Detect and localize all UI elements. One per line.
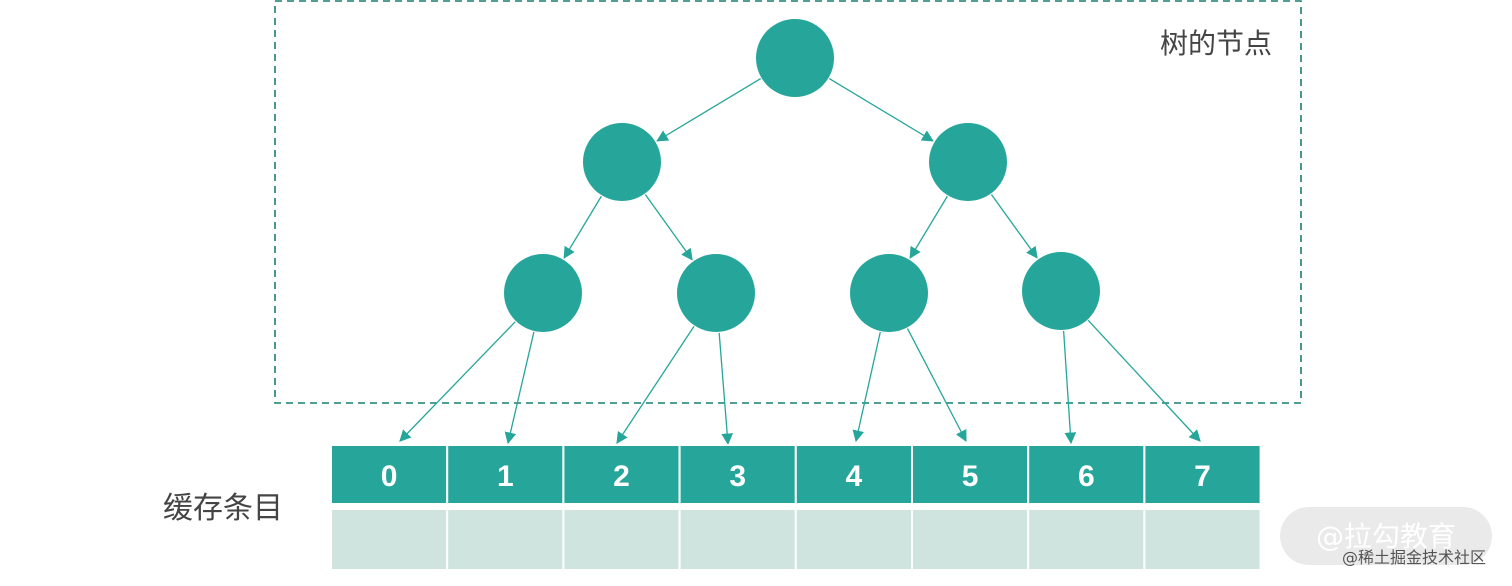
edge-to-cell-6 — [1062, 330, 1077, 445]
tree-edges — [399, 78, 1201, 446]
edge-to-cell-4 — [852, 331, 881, 443]
cache-cell-body-4 — [794, 508, 913, 571]
watermark-line2: @稀土掘金技术社区 — [1342, 548, 1486, 567]
cache-cell-6 — [1027, 444, 1146, 505]
cache-cell-index-3: 3 — [729, 460, 746, 493]
cache-cell-index-6: 6 — [1078, 460, 1095, 493]
edge-to-cell-7 — [1087, 319, 1201, 442]
cache-cell-index-5: 5 — [962, 460, 979, 493]
tree-nodes-label: 树的节点 — [1160, 27, 1272, 60]
tree-node-root — [756, 19, 834, 97]
cache-entries-label: 缓存条目 — [163, 491, 283, 526]
cache-cell-body-5 — [911, 508, 1030, 571]
cache-cell-body-6 — [1027, 508, 1146, 571]
edge-to-cell-2 — [616, 326, 695, 444]
cache-cell-index-7: 7 — [1194, 460, 1211, 493]
cache-cell-5 — [911, 444, 1030, 505]
cache-cell-body-0 — [330, 508, 449, 571]
edge-to-cell-5 — [906, 328, 967, 443]
edge-right-leftleaf — [909, 195, 948, 259]
cache-cell-index-4: 4 — [846, 460, 863, 493]
edge-to-cell-1 — [504, 331, 535, 445]
cache-cell-index-1: 1 — [497, 460, 514, 493]
edge-to-cell-0 — [399, 321, 516, 442]
tree-node-lr — [677, 254, 755, 332]
edge-left-rightleaf — [644, 194, 693, 261]
tree-frame — [274, 0, 1302, 404]
tree-nodes — [504, 19, 1100, 332]
tree-node-l — [583, 123, 661, 201]
tree-node-rl — [850, 254, 928, 332]
watermark-badge — [1280, 507, 1492, 565]
cache-cell-4 — [794, 444, 913, 505]
edge-root-left — [656, 78, 762, 142]
cache-cell-body-1 — [446, 508, 565, 571]
edge-right-rightleaf — [990, 194, 1038, 259]
cache-cell-body-7 — [1143, 508, 1262, 571]
cache-cell-3 — [678, 444, 797, 505]
cache-cell-2 — [562, 444, 681, 505]
cache-entries: 0 1 2 3 4 5 6 7 — [330, 444, 1262, 571]
cache-cell-1 — [446, 444, 565, 505]
tree-node-ll — [504, 254, 582, 332]
edge-to-cell-3 — [718, 332, 733, 446]
watermark: @拉勾教育 @稀土掘金技术社区 — [1280, 507, 1492, 567]
edge-root-right — [828, 78, 934, 142]
watermark-line1: @拉勾教育 — [1316, 520, 1456, 553]
cache-cell-index-2: 2 — [613, 460, 630, 493]
edge-left-leftleaf — [563, 195, 602, 259]
cache-cell-index-0: 0 — [381, 460, 398, 493]
tree-node-r — [929, 123, 1007, 201]
cache-cell-body-3 — [678, 508, 797, 571]
cache-cell-body-2 — [562, 508, 681, 571]
cache-cell-7 — [1143, 444, 1262, 505]
tree-node-rr — [1022, 252, 1100, 330]
